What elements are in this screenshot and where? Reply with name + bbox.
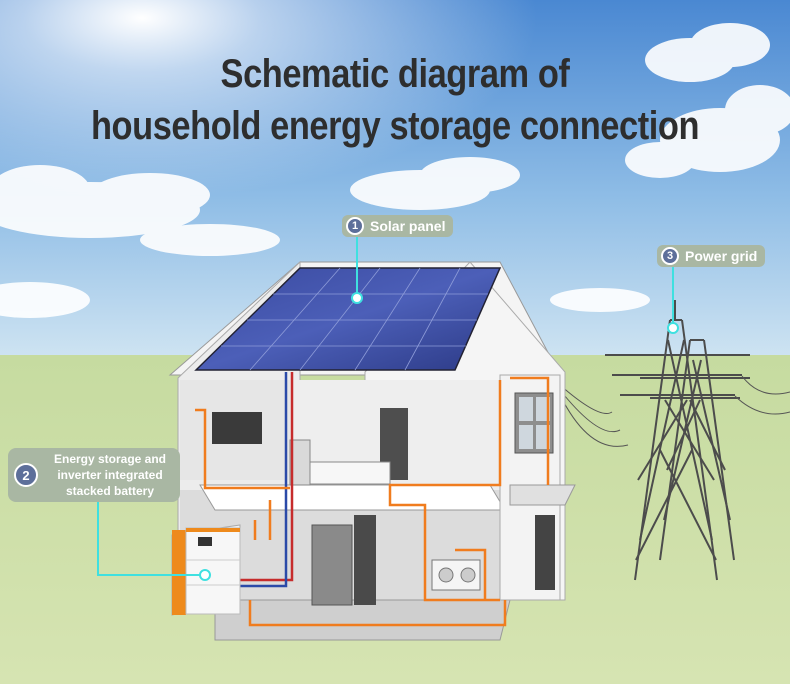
callout-power-grid: 3 Power grid	[657, 245, 766, 267]
leader-dots	[199, 292, 679, 581]
title-line-1: Schematic diagram of	[220, 52, 570, 96]
callout-number-badge: 3	[661, 247, 679, 265]
callout-battery: 2 Energy storage and inverter integrated…	[8, 448, 180, 502]
callout-label: Energy storage and inverter integrated s…	[53, 452, 167, 498]
callout-label: Solar panel	[370, 218, 446, 234]
solar-panel-grid	[221, 267, 488, 371]
house-structure	[168, 260, 576, 641]
title-line-2: household energy storage connection	[90, 104, 700, 148]
power-lines	[559, 375, 790, 447]
cloud-group	[0, 23, 790, 318]
callout-solar-panel: 1 Solar panel	[342, 215, 454, 237]
callout-label: Power grid	[685, 248, 758, 264]
callout-number-badge: 1	[346, 217, 364, 235]
callout-number-badge: 2	[14, 463, 38, 487]
leader-lines	[97, 237, 674, 576]
